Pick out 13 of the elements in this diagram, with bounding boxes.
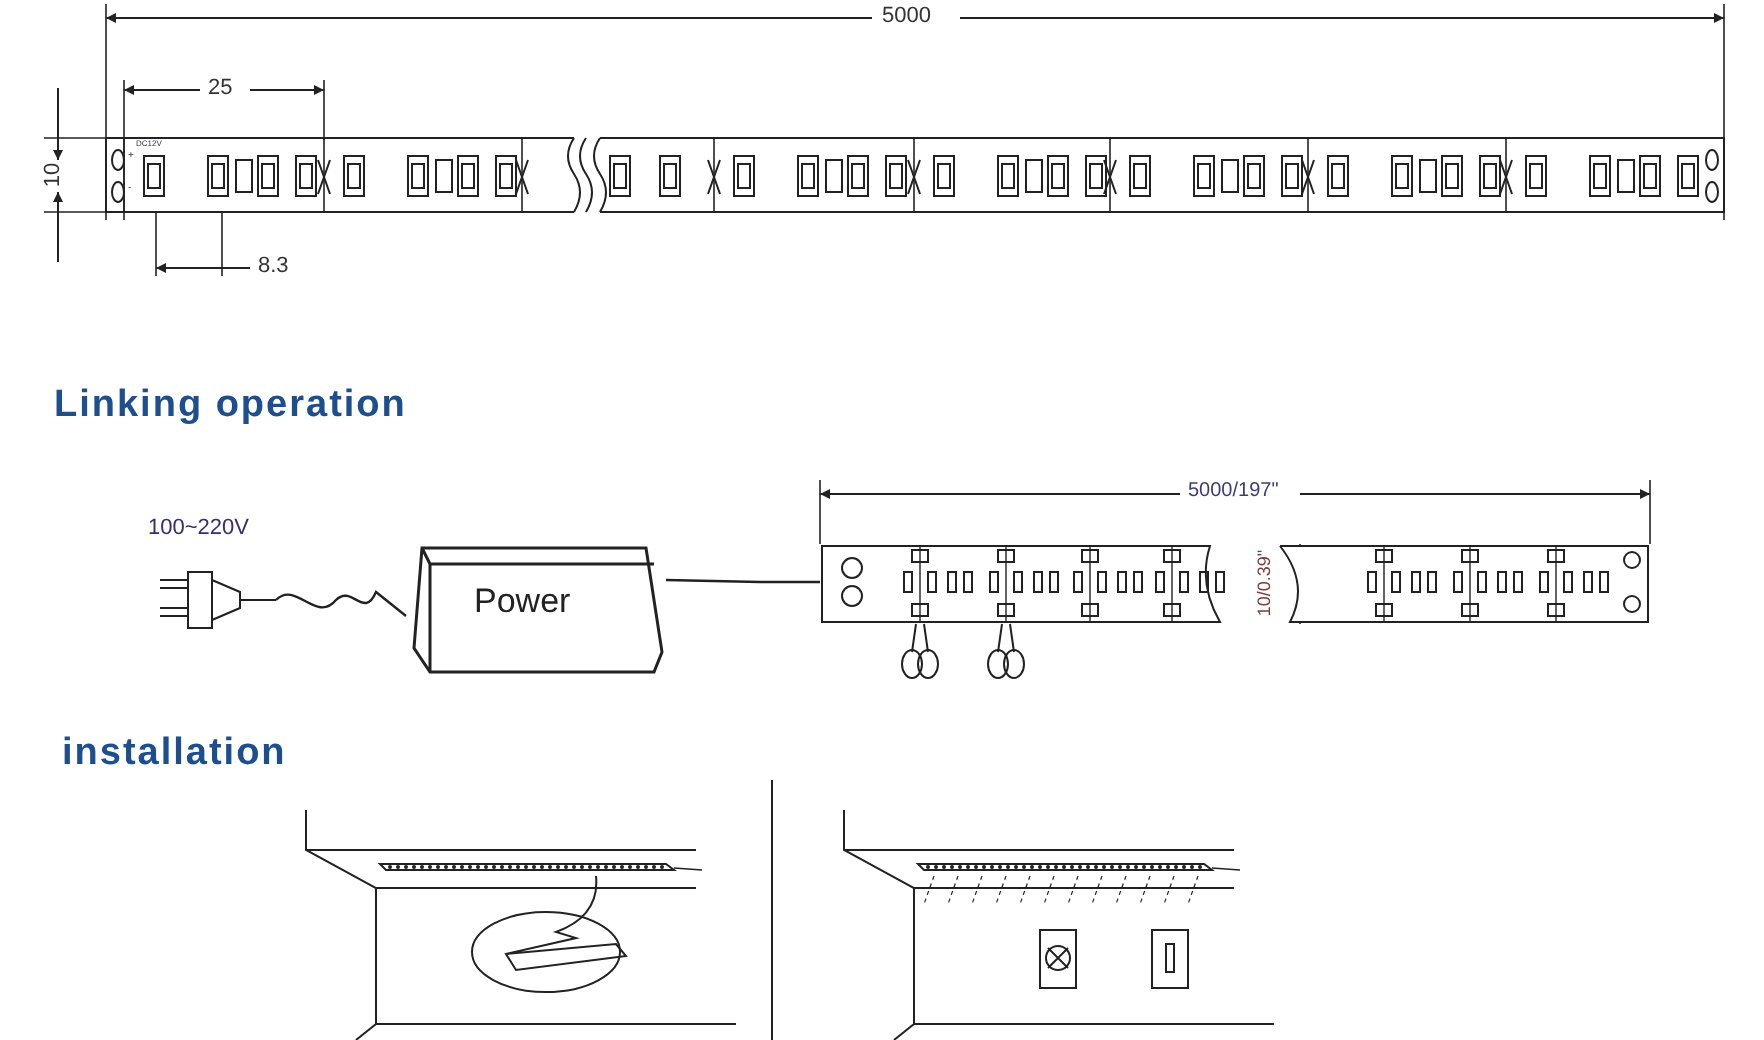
- section-heading: Linking operation: [54, 386, 407, 424]
- led-strip-drawing: [820, 544, 1650, 624]
- dimension-label: 8.3: [258, 256, 289, 278]
- section-heading: installation: [62, 734, 287, 772]
- dimension-label: 5000/197": [1188, 482, 1279, 502]
- dimension-label: 10: [43, 162, 66, 188]
- dimension-label: 5000: [882, 6, 931, 28]
- voltage-label: 100~220V: [148, 518, 249, 540]
- dimension-label: 10/0.39": [1256, 549, 1275, 617]
- device-label: Power: [474, 584, 571, 618]
- dimension-label: 25: [208, 78, 233, 100]
- power-cable: [665, 578, 820, 584]
- power-cable: [275, 590, 407, 617]
